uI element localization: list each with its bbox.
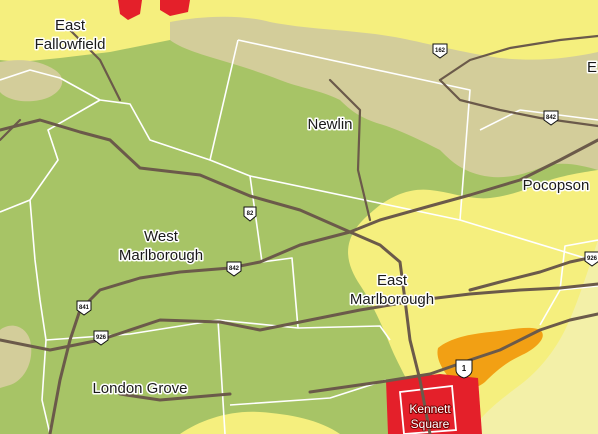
label-east-edge: E (587, 59, 597, 76)
route-shield-us1: 1 (455, 359, 473, 379)
label-london-grove: London Grove (92, 380, 187, 397)
label-kennett-square-line1: Kennett (409, 402, 451, 416)
route-shield-pa926-w: 926 (93, 330, 109, 346)
route-label-82: 82 (247, 211, 254, 217)
label-east-marlborough-line2: Marlborough (350, 291, 434, 308)
label-newlin: Newlin (307, 116, 352, 133)
zone-pale-yellow-se (470, 240, 598, 434)
zone-yellow-east (348, 170, 598, 434)
municipal-boundaries (0, 39, 598, 434)
route-label-162: 162 (435, 48, 446, 54)
roads (0, 18, 598, 434)
zone-red-kennett (386, 374, 482, 434)
label-kennett-square-line2: Square (411, 417, 450, 431)
route-shield-pa926-e: 926 (584, 251, 598, 267)
zone-red-north-1 (118, 0, 142, 20)
label-pocopson: Pocopson (523, 177, 590, 194)
label-east-fallowfield-line2: Fallowfield (35, 36, 106, 53)
label-east-marlborough-line1: East (377, 272, 408, 289)
route-label-842-w: 842 (229, 266, 240, 272)
kennett-square-boundary (399, 385, 457, 434)
zone-red-north-2 (160, 0, 190, 16)
route-shield-pa82: 82 (243, 206, 257, 222)
label-west-marlborough-line2: Marlborough (119, 247, 203, 264)
zone-yellow-south (180, 411, 340, 434)
zone-yellow-nw (0, 0, 120, 32)
route-label-926-w: 926 (96, 335, 107, 341)
route-shield-pa841: 841 (76, 300, 92, 316)
label-east-fallowfield-line1: East (55, 17, 86, 34)
label-west-marlborough-line1: West (144, 228, 179, 245)
route-shield-pa162: 162 (432, 43, 448, 59)
zone-tan-west (0, 60, 63, 102)
zone-tan-north (170, 16, 598, 178)
route-label-841: 841 (79, 305, 90, 311)
route-label-us1: 1 (462, 364, 467, 373)
route-shield-pa842-w: 842 (226, 261, 242, 277)
route-label-926-e: 926 (587, 256, 598, 262)
route-shield-pa842-ne: 842 (543, 110, 559, 126)
route-label-842-ne: 842 (546, 115, 557, 121)
